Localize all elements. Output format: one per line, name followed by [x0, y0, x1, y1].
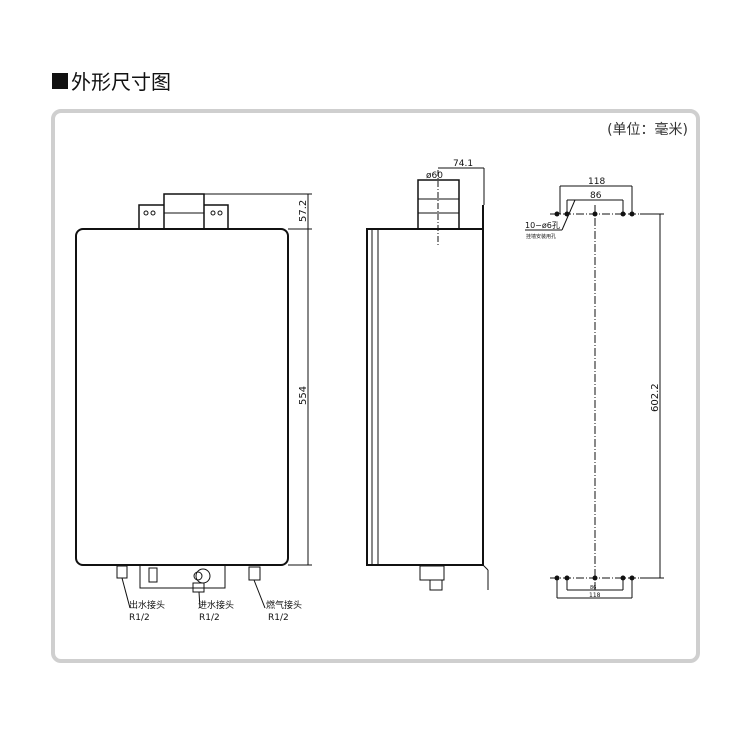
connector-label-outlet: 出水接头: [129, 599, 165, 611]
page-title: 外形尺寸图: [52, 66, 171, 95]
connector-label-inlet: 进水接头: [198, 599, 234, 611]
dim-118-top: 118: [588, 177, 605, 187]
dim-57-2: 57.2: [298, 200, 309, 222]
connector-label-gas: 燃气接头: [266, 599, 302, 611]
title-text: 外形尺寸图: [71, 70, 171, 94]
dim-74-1: 74.1: [453, 159, 473, 169]
square-bullet-icon: [52, 72, 68, 89]
mounting-view: [525, 185, 664, 599]
unit-label: (单位：毫米): [607, 122, 688, 138]
connector-size-outlet: R1/2: [129, 613, 150, 623]
drawing-frame: (单位：毫米): [51, 109, 700, 663]
dim-602-2: 602.2: [650, 383, 661, 412]
dim-86-bottom: 86: [590, 585, 596, 591]
dim-flue-diameter: ø60: [426, 171, 443, 181]
holes-note: 挂墙安装用孔: [526, 233, 556, 240]
holes-label: 10−ø6孔: [525, 221, 560, 230]
dim-86-top: 86: [590, 191, 602, 201]
connector-size-gas: R1/2: [268, 613, 289, 623]
dim-554: 554: [298, 386, 309, 405]
dim-118-bottom: 118: [589, 592, 601, 599]
side-view: [366, 167, 489, 591]
front-view: 57.2 554: [75, 193, 312, 609]
connector-size-inlet: R1/2: [199, 613, 220, 623]
